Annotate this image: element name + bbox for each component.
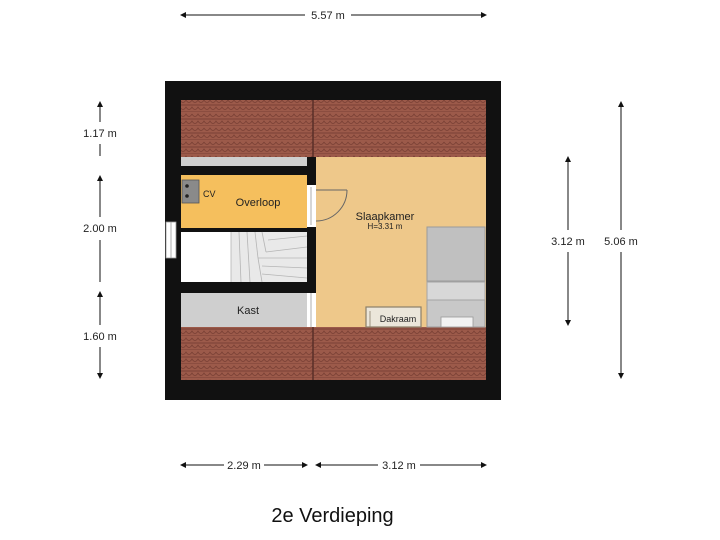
label-kast: Kast — [237, 305, 259, 317]
bed-fold — [426, 281, 486, 301]
bed-pillow-area — [426, 226, 486, 282]
label-overloop: Overloop — [236, 197, 281, 209]
dim-label-top: 5.57 m — [311, 10, 345, 22]
cv-unit-dot — [185, 184, 189, 188]
kast-door-opening — [307, 293, 316, 327]
dim-label-left-2: 2.00 m — [83, 223, 117, 235]
label-slaapkamer: Slaapkamer — [356, 211, 415, 223]
label-cv: CV — [203, 189, 216, 199]
floor-title: 2e Verdieping — [271, 505, 394, 527]
dim-label-left-3: 1.60 m — [83, 331, 117, 343]
label-dakraam: Dakraam — [380, 314, 417, 324]
staircase — [231, 232, 307, 282]
stair-treads — [230, 231, 308, 283]
dim-label-bottom-left: 2.29 m — [227, 460, 261, 472]
label-slaapkamer-height: H=3.31 m — [368, 222, 403, 231]
door-opening — [307, 185, 316, 227]
dim-label-left-1: 1.17 m — [83, 128, 117, 140]
door-swing — [315, 189, 348, 222]
cv-unit-dot — [185, 194, 189, 198]
cv-unit — [181, 179, 200, 204]
kast-floor — [181, 293, 307, 327]
roof-bottom — [181, 327, 486, 380]
dim-label-right-inner: 3.12 m — [551, 236, 585, 248]
dim-label-right-outer: 5.06 m — [604, 236, 638, 248]
stair-landing — [181, 232, 231, 282]
dakraam — [365, 306, 422, 328]
bed-foot — [440, 316, 474, 328]
roof-top — [181, 100, 486, 157]
overloop-floor — [181, 175, 307, 228]
dim-label-bottom-right: 3.12 m — [382, 460, 416, 472]
overloop-top-strip — [181, 157, 307, 166]
